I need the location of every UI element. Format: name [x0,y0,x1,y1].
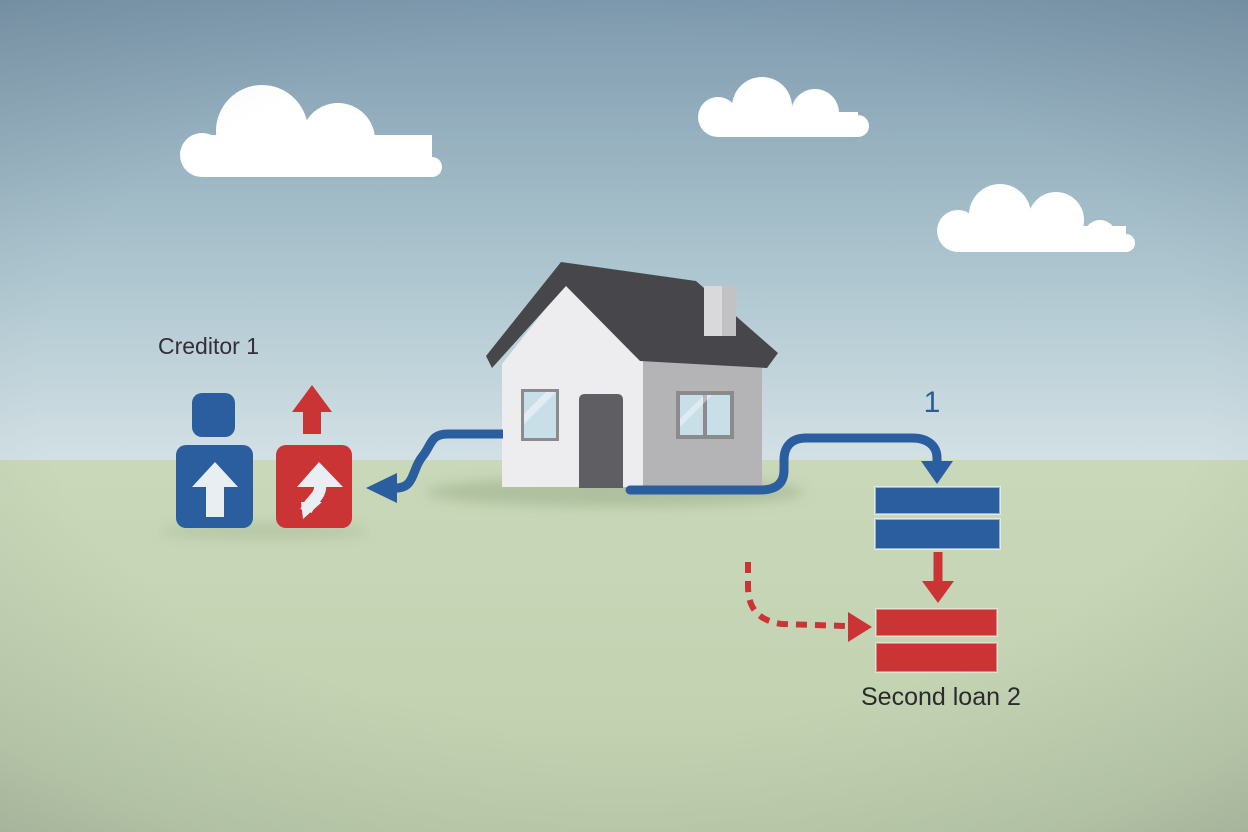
cloud-icon [937,184,1135,252]
arrow-down-icon [922,552,954,603]
first-loan-number-label: 1 [923,386,941,419]
cloud-icon [180,85,442,177]
second-loan-label: Second loan 2 [861,683,1021,711]
first-loan-bars-icon [874,486,1001,550]
curved-arrow-left-icon [366,429,503,503]
house-icon [486,262,778,488]
growth-arrow-icon [276,385,352,528]
front-window [521,389,559,441]
chimney [704,286,736,336]
creditor-label: Creditor 1 [158,333,259,359]
creditor-person-icon [176,393,253,528]
second-loan-bars-icon [875,608,998,673]
house-roof [486,262,778,368]
up-arrow-icon [292,385,332,434]
dashed-arrow-right-icon [745,562,872,642]
side-window [676,391,734,439]
curved-up-arrow-icon [297,462,343,519]
cloud-icon [698,77,869,137]
front-door [579,394,623,488]
up-arrow-icon [192,462,238,517]
curved-arrow-down-icon [625,433,953,495]
